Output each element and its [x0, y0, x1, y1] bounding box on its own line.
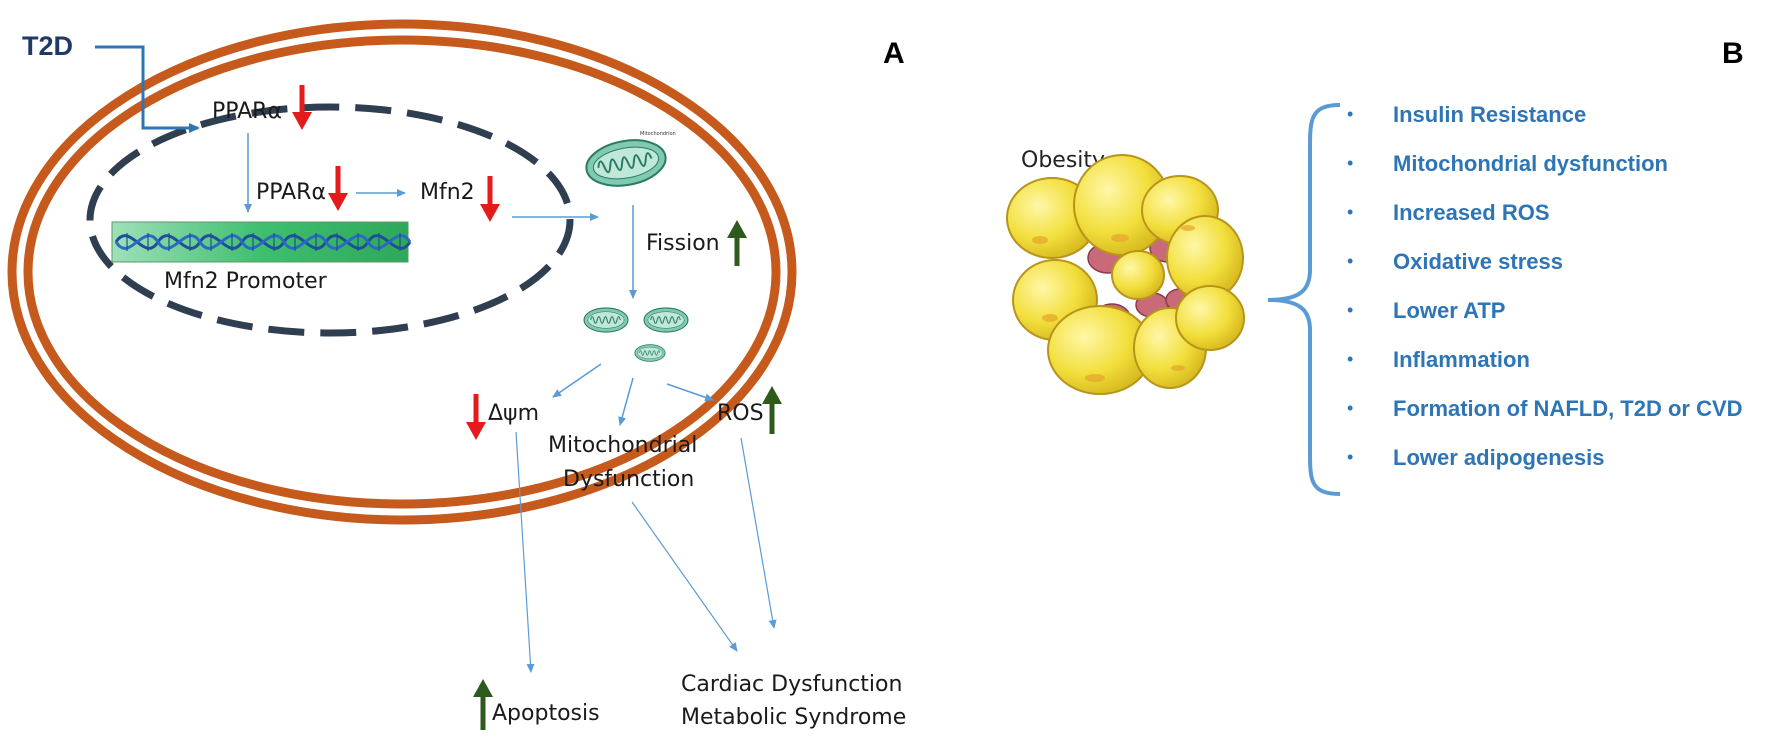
- down-arrow-icon: [292, 85, 312, 130]
- membrane-potential-label: Δψm: [488, 401, 539, 426]
- effect-item: Lower ATP: [1393, 298, 1505, 323]
- effect-item: Insulin Resistance: [1393, 102, 1586, 127]
- effect-item: Increased ROS: [1393, 200, 1550, 225]
- ros-label: ROS: [717, 401, 764, 426]
- mfn2-label: Mfn2: [420, 180, 475, 205]
- effect-item: Oxidative stress: [1393, 249, 1563, 274]
- up-arrow-icon: [473, 679, 493, 730]
- cell-membrane-inner: [23, 35, 781, 509]
- effect-item: Formation of NAFLD, T2D or CVD: [1393, 396, 1743, 421]
- nucleus-membrane: [86, 103, 574, 337]
- mitochondrion-icon: [581, 133, 671, 193]
- up-arrow-icon: [762, 386, 782, 434]
- adipocyte-cluster-icon: [1006, 154, 1245, 395]
- bullet-icon: •: [1347, 251, 1353, 271]
- t2d-label: T2D: [22, 31, 73, 61]
- flow-arrow: [618, 377, 634, 426]
- mitochondrion-fragment-icon: [583, 307, 629, 333]
- panel-b-label: B: [1722, 37, 1744, 70]
- outcome-metabolic-label: Metabolic Syndrome: [681, 705, 906, 730]
- t2d-arrow: [95, 45, 200, 133]
- bullet-icon: •: [1347, 202, 1353, 222]
- mitochondrion-fragment-icon: [643, 307, 689, 333]
- bullet-icon: •: [1347, 153, 1353, 173]
- effects-list: • Insulin Resistance • Mitochondrial dysfun…: [1347, 102, 1743, 470]
- panel-a: T2D PPARα PPARα Mfn2: [7, 19, 906, 730]
- bullet-icon: •: [1347, 349, 1353, 369]
- ppar-cytoplasm-label: PPARα: [212, 99, 282, 124]
- mito-dysfunction-label-line2: Dysfunction: [563, 467, 694, 492]
- effect-item: Lower adipogenesis: [1393, 445, 1605, 470]
- bullet-icon: •: [1347, 398, 1353, 418]
- flow-arrow: [515, 431, 535, 673]
- flow-arrow: [740, 437, 777, 629]
- cell-membrane-outer: [7, 19, 797, 525]
- bullet-icon: •: [1347, 104, 1353, 124]
- bullet-icon: •: [1347, 300, 1353, 320]
- mitochondrion-caption: Mitochondrion: [640, 131, 676, 137]
- effect-item: Inflammation: [1393, 347, 1530, 372]
- dna-helix-icon: [111, 221, 412, 263]
- flow-arrow: [631, 501, 738, 652]
- flow-arrow: [666, 383, 714, 402]
- promoter-label: Mfn2 Promoter: [164, 269, 328, 294]
- effect-item: Mitochondrial dysfunction: [1393, 151, 1668, 176]
- outcome-cardiac-label: Cardiac Dysfunction: [681, 672, 902, 697]
- down-arrow-icon: [480, 176, 500, 222]
- bullet-icon: •: [1347, 447, 1353, 467]
- mito-dysfunction-label-line1: Mitochondrial: [548, 433, 697, 458]
- down-arrow-icon: [328, 166, 348, 211]
- ppar-nucleus-label: PPARα: [256, 180, 326, 205]
- mitochondrion-fragment-icon: [634, 344, 666, 362]
- panel-b: B Obesity: [1006, 37, 1744, 496]
- panel-a-label: A: [883, 37, 905, 70]
- down-arrow-icon: [466, 394, 486, 440]
- flow-arrow: [552, 363, 602, 398]
- brace-icon: [1267, 103, 1341, 496]
- fission-label: Fission: [646, 231, 720, 256]
- apoptosis-label: Apoptosis: [492, 701, 600, 726]
- up-arrow-icon: [727, 220, 747, 266]
